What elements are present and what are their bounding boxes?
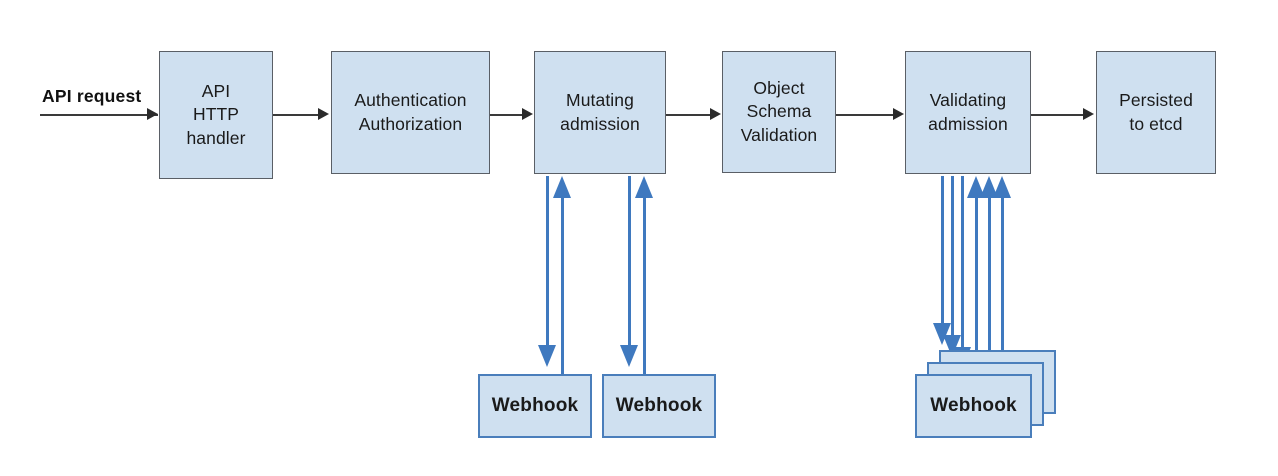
entry-connector-line <box>40 114 158 116</box>
stage-label-authentication-authorization: Authentication Authorization <box>354 90 467 134</box>
connector-arrowhead-mutating-return-webhook-2 <box>635 176 653 198</box>
webhook-label-mutating-1: Webhook <box>491 395 579 416</box>
webhook-label-mutating-2: Webhook <box>615 395 703 416</box>
api-request-label: API request <box>42 86 142 106</box>
connector-arrowhead-handler-to-auth <box>318 108 329 120</box>
entry-connector-arrowhead <box>147 108 158 120</box>
connector-arrowhead-mutating-call-webhook-2 <box>620 345 638 367</box>
stage-label-mutating-admission: Mutating admission <box>560 90 640 134</box>
connector-line-mutating-to-schema <box>666 114 711 116</box>
webhook-box-validating-stack-front[interactable]: Webhook <box>915 374 1032 438</box>
connector-line-validating-call-webhook-b <box>941 176 944 340</box>
stage-label-persisted-to-etcd: Persisted to etcd <box>1119 90 1193 134</box>
connector-line-mutating-return-webhook-1 <box>561 194 564 376</box>
stage-label-object-schema-validation: Object Schema Validation <box>740 78 818 145</box>
connector-arrowhead-mutating-call-webhook-1 <box>538 345 556 367</box>
stage-label-validating-admission: Validating admission <box>928 90 1008 134</box>
webhook-box-mutating-2[interactable]: Webhook <box>602 374 716 438</box>
connector-arrowhead-validating-to-etcd <box>1083 108 1094 120</box>
connector-line-validating-return-webhook-c <box>1001 194 1004 376</box>
stage-box-persisted-to-etcd[interactable]: Persisted to etcd <box>1096 51 1216 174</box>
connector-line-validating-return-webhook-b <box>988 194 991 390</box>
connector-arrowhead-mutating-to-schema <box>710 108 721 120</box>
stage-box-mutating-admission[interactable]: Mutating admission <box>534 51 666 174</box>
connector-arrowhead-mutating-return-webhook-1 <box>553 176 571 198</box>
connector-line-mutating-call-webhook-2 <box>628 176 631 362</box>
connector-line-validating-call-webhook-a <box>951 176 954 352</box>
connector-line-schema-to-validating <box>836 114 894 116</box>
connector-line-validating-call-webhook-c <box>961 176 964 364</box>
stage-box-object-schema-validation[interactable]: Object Schema Validation <box>722 51 836 173</box>
webhook-box-mutating-1[interactable]: Webhook <box>478 374 592 438</box>
connector-line-mutating-call-webhook-1 <box>546 176 549 362</box>
stage-box-authentication-authorization[interactable]: Authentication Authorization <box>331 51 490 174</box>
connector-line-validating-return-webhook-a <box>975 194 978 384</box>
connector-line-auth-to-mutating <box>490 114 523 116</box>
connector-line-mutating-return-webhook-2 <box>643 194 646 376</box>
connector-arrowhead-validating-call-webhook-b <box>933 323 951 345</box>
connector-arrowhead-schema-to-validating <box>893 108 904 120</box>
connector-arrowhead-validating-return-webhook-c <box>993 176 1011 198</box>
connector-line-validating-to-etcd <box>1031 114 1084 116</box>
webhook-label-validating-stack: Webhook <box>930 395 1017 416</box>
stage-box-validating-admission[interactable]: Validating admission <box>905 51 1031 174</box>
stage-box-api-http-handler[interactable]: API HTTP handler <box>159 51 273 179</box>
stage-label-api-http-handler: API HTTP handler <box>186 81 246 148</box>
connector-arrowhead-auth-to-mutating <box>522 108 533 120</box>
connector-line-handler-to-auth <box>273 114 319 116</box>
